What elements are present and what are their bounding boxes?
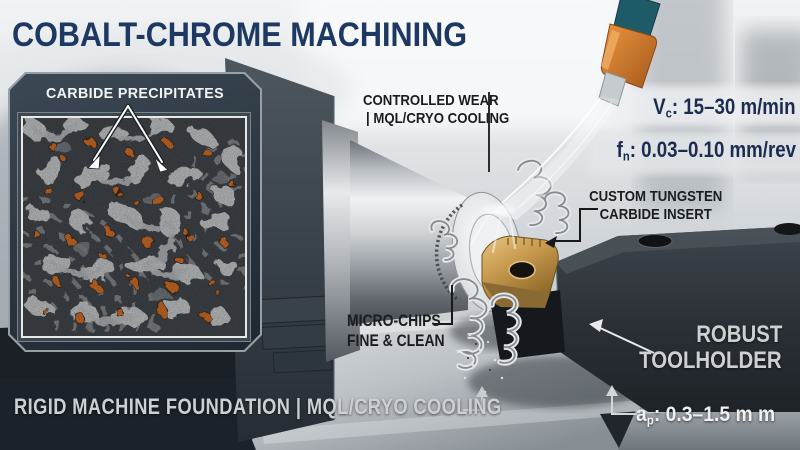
micro-chips-label: MICRO-CHIPS FINE & CLEAN [347,311,445,350]
page-title: COBALT-CHROME MACHINING [12,16,468,54]
insert-label: CUSTOM TUNGSTEN CARBIDE INSERT [589,188,723,223]
insert-leader-line [553,208,598,242]
foundation-leader-line [463,394,483,411]
cutting-speed-label: Vc: 15–30 m/min [653,94,796,121]
micrograph-panel-inner: CARBIDE PRECIPITATES [10,74,260,350]
depth-arrowhead [606,385,618,396]
micrograph-image [21,116,247,338]
coolant-stream [470,96,620,253]
depth-leader-line [611,393,638,415]
precipitate-pointer-arrows [87,103,169,173]
insert-arrowhead [545,236,557,248]
depth-of-cut-label: ap: 0.3–1.5 m m [636,403,776,428]
toolholder-label: ROBUST TOOLHOLDER [639,321,782,374]
metal-chips [428,158,572,394]
toolholder-block [490,223,800,412]
carbide-insert-graphic [481,235,559,308]
foundation-label: RIGID MACHINE FOUNDATION | MQL/CRYO COOL… [14,394,502,419]
feed-rate-label: fn: 0.03–0.10 mm/rev [616,136,796,164]
micrograph-label: CARBIDE PRECIPITATES [45,85,225,102]
toolholder-arrowhead [589,319,603,332]
foundation-arrowhead [476,386,488,397]
cutting-parameters: Vc: 15–30 m/min fn: 0.03–0.10 mm/rev [585,94,796,179]
micrograph-panel: CARBIDE PRECIPITATES [8,72,262,352]
controlled-wear-label: CONTROLLED WEAR | MQL/CRYO COOLING [363,92,510,127]
micro-chips-leader-line [434,285,453,325]
toolholder-leader-line [597,326,655,354]
leader-lines [434,92,655,415]
